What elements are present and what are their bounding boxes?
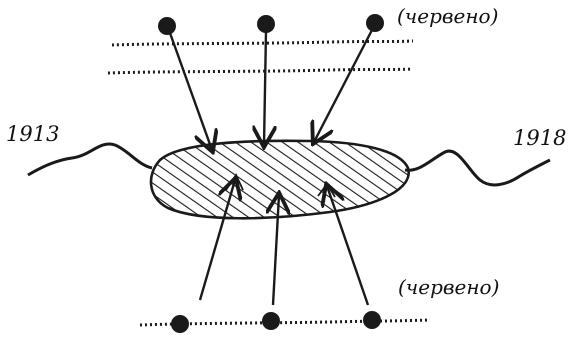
bottom-dot-left — [171, 315, 189, 333]
timeline-wave-right — [405, 151, 550, 185]
top-dotted-lines — [108, 41, 413, 73]
top-arrows — [170, 30, 372, 150]
top-dot-middle — [257, 15, 275, 33]
top-arrow-left — [170, 33, 212, 150]
year-start-label: 1913 — [6, 124, 59, 145]
timeline-wave-left — [28, 144, 152, 175]
top-dots — [158, 14, 384, 35]
top-arrow-middle — [264, 31, 266, 145]
bottom-dots — [171, 311, 381, 333]
top-dotted-line-upper — [112, 41, 413, 45]
bottom-dot-right — [363, 311, 381, 329]
top-dot-right — [366, 14, 384, 32]
top-arrow-right — [314, 30, 372, 142]
shaded-period-region — [151, 141, 409, 218]
year-end-label: 1918 — [513, 128, 566, 149]
top-red-note: (червено) — [397, 6, 498, 26]
top-dot-left — [158, 17, 176, 35]
top-dotted-line-lower — [108, 69, 412, 73]
bottom-dot-middle — [262, 312, 280, 330]
bottom-red-note: (червено) — [398, 277, 499, 297]
